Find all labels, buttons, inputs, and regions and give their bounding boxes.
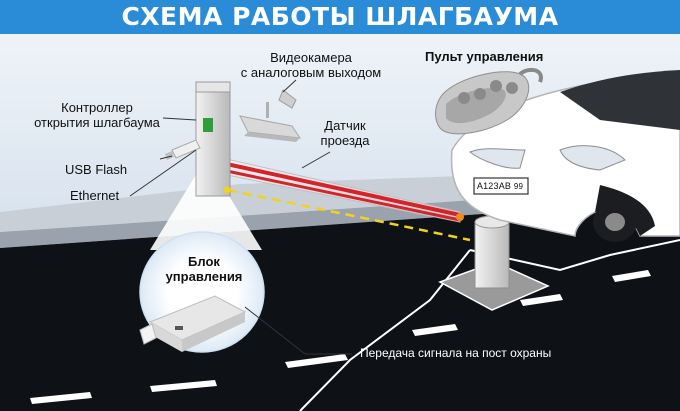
page-title: СХЕМА РАБОТЫ ШЛАГБАУМА — [121, 2, 559, 31]
controller-label: Контроллер открытия шлагбаума — [34, 100, 160, 130]
remote-label: Пульт управления — [425, 49, 544, 64]
barrier-arm — [221, 157, 464, 223]
plate-number: А123АВ — [476, 181, 512, 191]
license-plate — [473, 177, 529, 195]
plate-text: А123АВ 99 — [475, 180, 525, 192]
remote-control-icon — [435, 67, 543, 135]
ethernet-label: Ethernet — [70, 188, 120, 203]
usb-flash-icon — [165, 139, 201, 160]
signal-cone — [150, 168, 262, 250]
barrier-post-icon — [195, 81, 231, 197]
pointer-lines — [129, 79, 352, 355]
sensor-label: Датчик проезда — [320, 118, 370, 148]
video-camera-icon — [239, 89, 302, 142]
control-unit-label: Блок управления — [165, 254, 243, 284]
title-banner — [0, 0, 680, 34]
control-unit-icon — [139, 295, 247, 352]
sensor-line — [227, 188, 471, 242]
transmission-label: Передача сигнала на пост охраны — [360, 346, 552, 360]
road-markings — [30, 270, 651, 404]
usb-label: USB Flash — [65, 162, 128, 177]
plate-region: 99 — [513, 182, 524, 191]
camera-label: Видеокамера с аналоговым выходом — [240, 50, 382, 80]
